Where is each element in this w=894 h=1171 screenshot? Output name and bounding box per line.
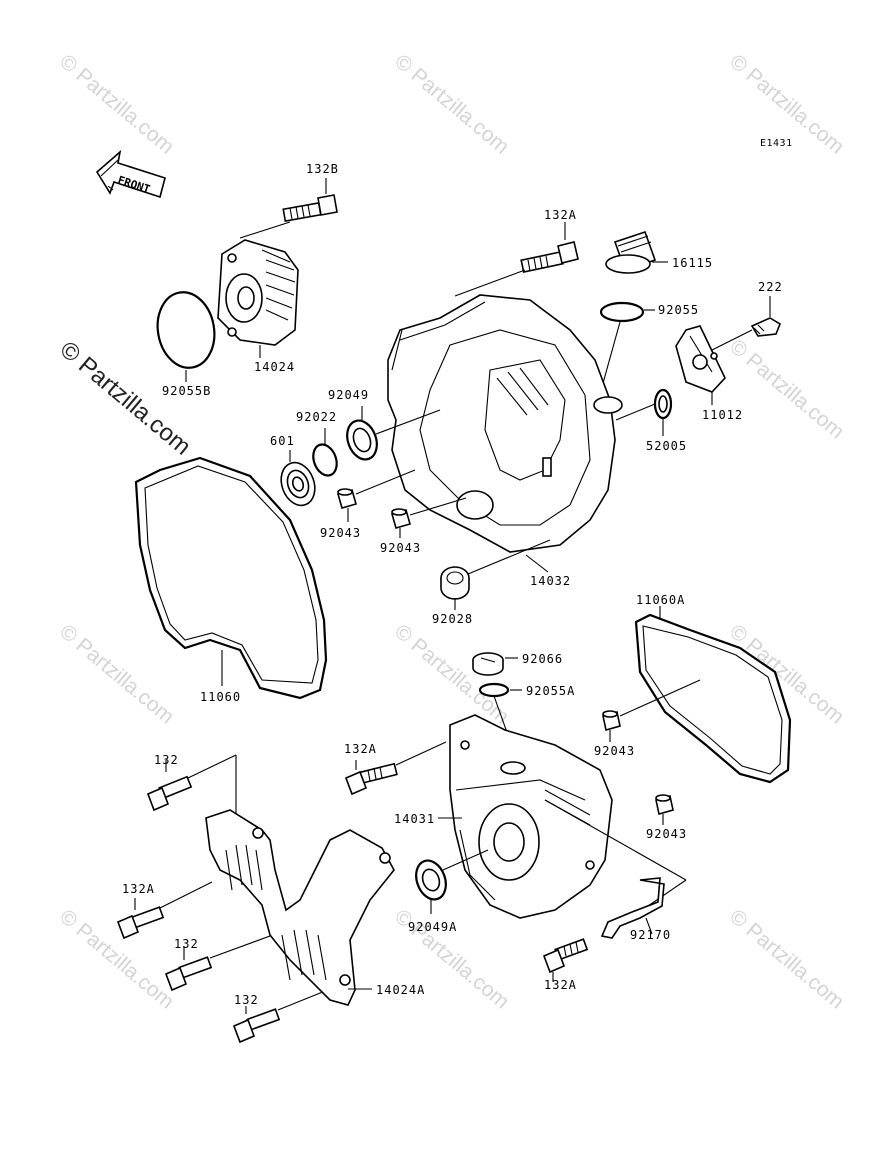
part-label-11060a[interactable]: 11060A <box>636 593 686 607</box>
part-label-92055a[interactable]: 92055A <box>526 684 576 698</box>
part-label-52005[interactable]: 52005 <box>646 439 688 453</box>
dowel-92043 <box>602 710 621 732</box>
part-label-132a[interactable]: 132A <box>344 742 377 756</box>
bolt-132-c <box>232 1008 281 1044</box>
part-label-14024[interactable]: 14024 <box>254 360 296 374</box>
part-label-222[interactable]: 222 <box>758 280 783 294</box>
part-label-132b[interactable]: 132B <box>306 162 339 176</box>
part-label-11060[interactable]: 11060 <box>200 690 242 704</box>
pump-cover-14024 <box>217 239 299 346</box>
part-label-92028[interactable]: 92028 <box>432 612 474 626</box>
gasket-11060 <box>134 456 328 700</box>
dowel-92043 <box>337 488 357 509</box>
o-ring-92055b <box>156 291 216 369</box>
bolt-132a-left <box>116 906 165 940</box>
bolt-132-b <box>164 956 213 992</box>
part-label-92049a[interactable]: 92049A <box>408 920 458 934</box>
part-label-132a[interactable]: 132A <box>544 978 577 992</box>
guard-14024a <box>205 809 395 1006</box>
part-label-14024a[interactable]: 14024A <box>376 983 426 997</box>
screw-222 <box>750 317 781 337</box>
plug-92066 <box>472 652 504 676</box>
part-label-132a[interactable]: 132A <box>544 208 577 222</box>
part-label-132[interactable]: 132 <box>174 937 199 951</box>
part-label-92170[interactable]: 92170 <box>630 928 672 942</box>
part-label-132[interactable]: 132 <box>154 753 179 767</box>
bearing-601 <box>280 461 316 507</box>
part-label-92049[interactable]: 92049 <box>328 388 370 402</box>
part-label-14032[interactable]: 14032 <box>530 574 572 588</box>
diagram-code: E1431 <box>760 138 793 149</box>
part-label-92043[interactable]: 92043 <box>646 827 688 841</box>
seal-92049a <box>415 859 447 901</box>
plate-11012 <box>675 325 726 393</box>
engine-cover-14031 <box>449 714 613 919</box>
part-label-16115[interactable]: 16115 <box>672 256 714 270</box>
bolt-132-a <box>146 775 193 812</box>
clutch-cover-14032 <box>387 294 623 553</box>
plug-92028 <box>440 566 470 600</box>
part-label-92043[interactable]: 92043 <box>380 541 422 555</box>
part-label-14031[interactable]: 14031 <box>394 812 436 826</box>
gasket-11060a <box>634 613 792 784</box>
part-label-92066[interactable]: 92066 <box>522 652 564 666</box>
o-ring-92055a <box>478 682 510 698</box>
part-label-132a[interactable]: 132A <box>122 882 155 896</box>
part-label-92043[interactable]: 92043 <box>594 744 636 758</box>
bolt-132a-top <box>520 241 579 273</box>
cap-16115 <box>605 230 657 274</box>
dowel-92043 <box>391 508 411 529</box>
part-label-132[interactable]: 132 <box>234 993 259 1007</box>
part-label-92022[interactable]: 92022 <box>296 410 338 424</box>
part-label-92043[interactable]: 92043 <box>320 526 362 540</box>
o-ring-92055 <box>599 301 645 323</box>
bolt-132b <box>282 194 338 222</box>
part-label-92055[interactable]: 92055 <box>658 303 700 317</box>
washer-92022 <box>312 443 338 477</box>
part-label-11012[interactable]: 11012 <box>702 408 744 422</box>
bolt-132a-mid <box>344 762 398 796</box>
dowel-92043 <box>655 794 674 816</box>
part-label-601[interactable]: 601 <box>270 434 295 448</box>
front-arrow-icon <box>95 149 166 199</box>
bolt-132a-bottom <box>542 938 589 974</box>
part-label-92055b[interactable]: 92055B <box>162 384 212 398</box>
clamp-92170 <box>600 877 665 939</box>
seal-92049 <box>346 419 378 461</box>
